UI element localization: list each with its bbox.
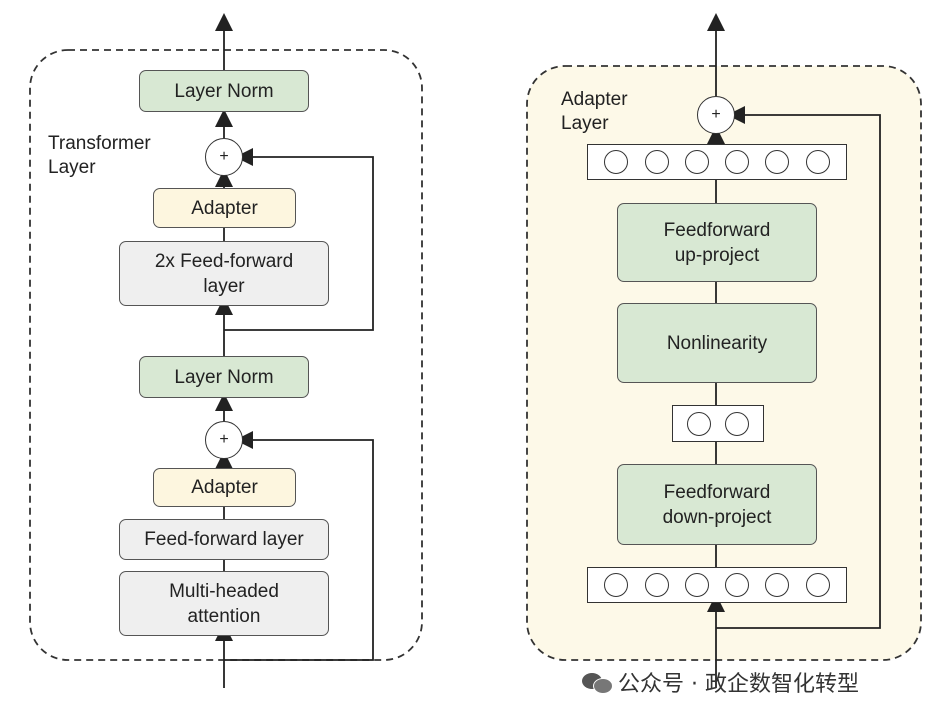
wechat-icon: [582, 671, 613, 694]
bottleneck-neurons: [672, 405, 764, 442]
neuron: [725, 573, 750, 597]
neuron: [604, 150, 629, 174]
layer-norm-bottom: Layer Norm: [139, 356, 309, 398]
input-neurons: [587, 567, 847, 603]
adapter-bottom: Adapter: [153, 468, 296, 507]
add-node-top: +: [205, 138, 243, 176]
ffn-2x: 2x Feed-forward layer: [119, 241, 329, 306]
neuron: [687, 411, 711, 436]
nonlinearity: Nonlinearity: [617, 303, 817, 383]
adapter-add-node: +: [697, 96, 735, 134]
transformer-layer-panel: [29, 49, 423, 661]
output-neurons: [587, 144, 847, 180]
watermark-text: 公众号 · 政企数智化转型: [618, 672, 859, 697]
neuron: [725, 150, 750, 174]
layer-norm-top: Layer Norm: [139, 70, 309, 112]
neuron: [684, 573, 709, 597]
adapter-layer-title: Adapter Layer: [561, 89, 628, 134]
neuron: [644, 573, 669, 597]
feedforward-up-project: Feedforward up-project: [617, 203, 817, 282]
residual-bottom: [224, 431, 374, 661]
neuron: [604, 573, 629, 597]
ffn-bottom: Feed-forward layer: [119, 519, 329, 560]
adapter-residual: [716, 106, 881, 629]
neuron: [644, 150, 669, 174]
neuron: [765, 150, 790, 174]
feedforward-down-project: Feedforward down-project: [617, 464, 817, 545]
neuron: [765, 573, 790, 597]
neuron: [805, 573, 830, 597]
multi-head-attention: Multi-headed attention: [119, 571, 329, 636]
neuron: [684, 150, 709, 174]
adapter-top: Adapter: [153, 188, 296, 228]
residual-top: [224, 148, 374, 331]
add-node-bottom: +: [205, 421, 243, 459]
watermark: 公众号 · 政企数智化转型: [582, 666, 859, 698]
neuron: [725, 411, 749, 436]
transformer-layer-title: Transformer Layer: [48, 133, 151, 178]
neuron: [805, 150, 830, 174]
